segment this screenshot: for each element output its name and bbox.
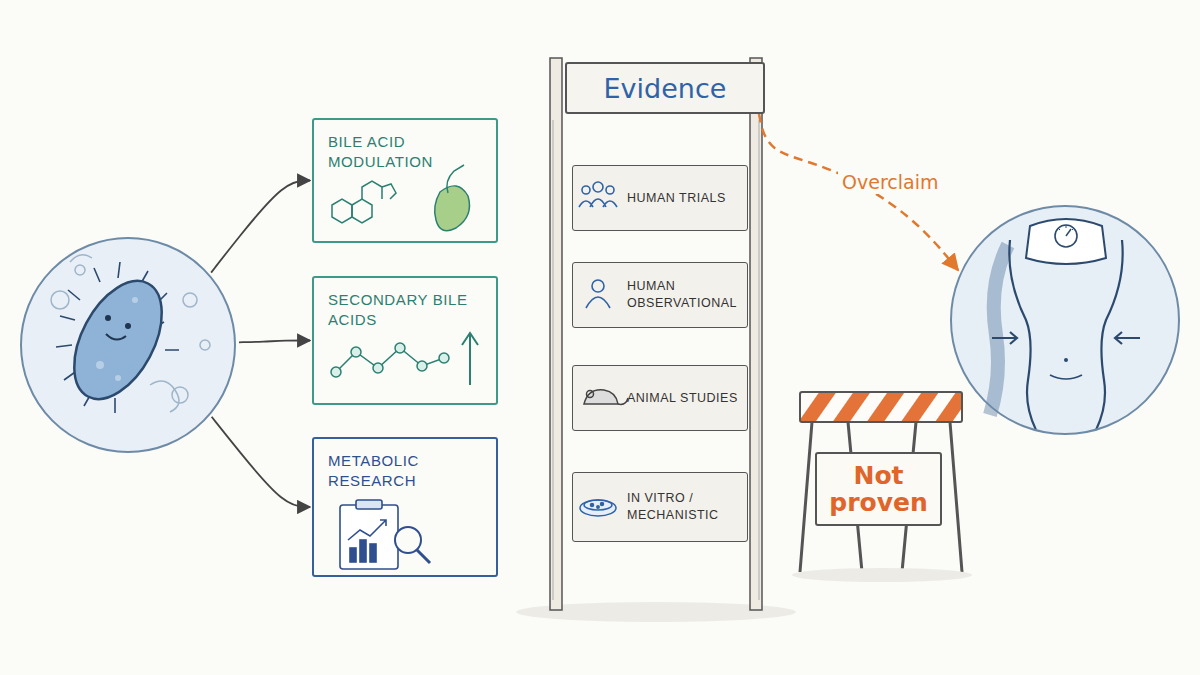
weight-loss-illustration [952,207,1178,433]
node-text: Evidence [604,73,727,104]
warning-sign: Not proven [815,452,942,526]
barrier [780,370,1000,582]
source-circle [20,237,236,453]
clipboard-chart-icon [340,500,430,569]
node-text: METABOLIC RESEARCH [328,451,468,490]
ladder-sign: Evidence [565,62,765,114]
gallbladder-icon [435,165,470,231]
topic-box: SECONDARY BILE ACIDS [312,276,498,405]
molecule-chain-icon [331,333,478,385]
node-text: ANIMAL STUDIES [627,390,741,407]
ladder-rung: ANIMAL STUDIES [572,365,748,431]
ladder-rung: HUMAN TRIALS [572,165,748,231]
petri-dish-icon [580,500,616,516]
flow-arrow [212,417,310,507]
outcome-circle [950,205,1180,435]
ladder-rung: IN VITRO / MECHANISTIC [572,472,748,542]
ladder-rung: HUMAN OBSERVATIONAL [572,262,748,328]
flow-arrow [239,341,310,343]
topic-box: BILE ACID MODULATION [312,118,498,243]
overclaim-arrow [759,114,958,270]
person-icon [586,280,610,308]
edge-label: Overclaim [838,170,942,194]
bacterium-illustration [21,238,235,452]
node-text: Not proven [827,462,930,517]
node-text: IN VITRO / MECHANISTIC [627,490,741,524]
steroid-icon [332,181,396,223]
node-text: SECONDARY BILE ACIDS [328,290,468,329]
topic-box: METABOLIC RESEARCH [312,437,498,577]
node-text: HUMAN TRIALS [627,190,741,207]
people-icon [579,182,617,207]
node-text: HUMAN OBSERVATIONAL [627,278,741,312]
node-text: BILE ACID MODULATION [328,132,468,171]
ladder [516,58,796,622]
mouse-icon [584,390,628,405]
flow-arrow [211,181,310,273]
